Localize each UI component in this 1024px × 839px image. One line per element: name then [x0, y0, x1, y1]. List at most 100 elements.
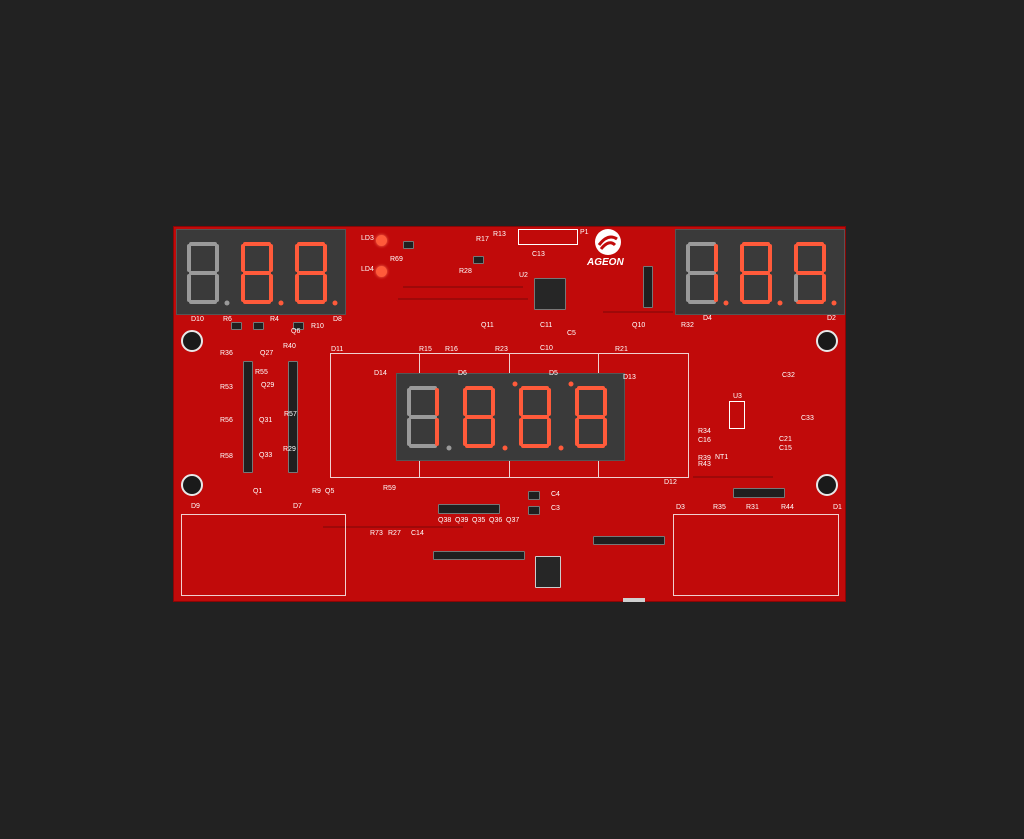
- right-seven-segment-display: [675, 229, 845, 315]
- label-c4: C4: [551, 491, 560, 498]
- logo-text: AGEON: [587, 257, 624, 268]
- label-r34: R34: [698, 428, 711, 435]
- label-r56: R56: [220, 417, 233, 424]
- label-c21: C21: [779, 436, 792, 443]
- label-q1: Q1: [253, 488, 263, 495]
- digit-left-2: [241, 242, 273, 304]
- transistor-column: [288, 361, 298, 473]
- component-pad: [403, 241, 414, 249]
- label-r53: R53: [220, 384, 233, 391]
- label-d7: D7: [293, 503, 302, 510]
- label-q33: Q33: [259, 452, 273, 459]
- label-r27: R27: [388, 530, 401, 537]
- transistor-column: [243, 361, 253, 473]
- label-r57: R57: [284, 411, 297, 418]
- label-d11: D11: [331, 346, 344, 353]
- digit-center-2: [463, 386, 495, 448]
- label-r43: R43: [698, 461, 711, 468]
- label-p1: P1: [580, 229, 589, 236]
- label-d9: D9: [191, 503, 200, 510]
- label-q27: Q27: [260, 350, 274, 357]
- label-r9: R9: [312, 488, 321, 495]
- resistor-row: [593, 536, 665, 545]
- label-c16: C16: [698, 437, 711, 444]
- label-u2: U2: [519, 272, 528, 279]
- digit-right-1: [686, 242, 718, 304]
- label-ld4: LD4: [361, 266, 374, 273]
- microcontroller-chip: [534, 278, 566, 310]
- label-d13: D13: [623, 374, 636, 381]
- label-u3: U3: [733, 393, 742, 400]
- label-r29: R29: [283, 446, 296, 453]
- label-d6: D6: [458, 370, 467, 377]
- transistor-column: [643, 266, 653, 308]
- component-pad: [253, 322, 264, 330]
- label-d2: D2: [827, 315, 836, 322]
- button-area-left: [181, 514, 346, 596]
- center-display-digits: [407, 381, 607, 451]
- label-d12: D12: [664, 479, 677, 486]
- mounting-hole: [181, 474, 203, 496]
- digit-center-1: [407, 386, 439, 448]
- label-r73: R73: [370, 530, 383, 537]
- resistor-row: [433, 551, 525, 560]
- digit-center-3: [519, 386, 551, 448]
- label-r59: R59: [383, 485, 396, 492]
- label-c14: C14: [411, 530, 424, 537]
- pcb-trace: [693, 476, 773, 478]
- label-r44: R44: [781, 504, 794, 511]
- label-c33: C33: [801, 415, 814, 422]
- status-led-ld3: [376, 235, 387, 246]
- label-ld3: LD3: [361, 235, 374, 242]
- label-q39: Q39: [455, 517, 469, 524]
- label-c11: C11: [540, 322, 553, 329]
- label-r32: R32: [681, 322, 694, 329]
- label-c10: C10: [540, 345, 553, 352]
- label-q37: Q37: [506, 517, 520, 524]
- label-r6: R6: [223, 316, 232, 323]
- label-q35: Q35: [472, 517, 486, 524]
- label-c32: C32: [782, 372, 795, 379]
- label-q11: Q11: [481, 322, 494, 329]
- label-c3: C3: [551, 505, 560, 512]
- pcb-trace: [403, 286, 523, 288]
- digit-left-3: [295, 242, 327, 304]
- edge-connector: [623, 598, 645, 602]
- label-q36: Q36: [489, 517, 503, 524]
- component-pad: [528, 491, 540, 500]
- component-pad: [528, 506, 540, 515]
- label-c15: C15: [779, 445, 792, 452]
- pcb-trace: [603, 311, 673, 313]
- component-pad: [231, 322, 242, 330]
- label-r28: R28: [459, 268, 472, 275]
- label-q31: Q31: [259, 417, 273, 424]
- pcb-trace: [323, 526, 463, 528]
- digit-center-4: [575, 386, 607, 448]
- ageon-logo-icon: [595, 229, 621, 255]
- label-r40: R40: [283, 343, 296, 350]
- label-r4: R4: [270, 316, 279, 323]
- label-q29: Q29: [261, 382, 275, 389]
- label-d5: D5: [549, 370, 558, 377]
- pcb-trace: [398, 298, 528, 300]
- pcb-board: AGEON D10 R6 R4 D8 R10 Q6 R36 R40 Q27 D1…: [173, 226, 846, 602]
- label-d8: D8: [333, 316, 342, 323]
- mounting-hole: [816, 474, 838, 496]
- component-pad: [473, 256, 484, 264]
- label-d14: D14: [374, 370, 387, 377]
- label-r58: R58: [220, 453, 233, 460]
- digit-right-3: [794, 242, 826, 304]
- mounting-hole: [181, 330, 203, 352]
- p1-connector: [518, 229, 578, 245]
- label-q10: Q10: [632, 322, 646, 329]
- label-r55: R55: [255, 369, 268, 376]
- right-display-digits: [686, 242, 837, 306]
- label-r23: R23: [495, 346, 508, 353]
- label-d10: D10: [191, 316, 204, 323]
- label-r21: R21: [615, 346, 628, 353]
- digit-left-1: [187, 242, 219, 304]
- label-q6: Q6: [291, 328, 301, 335]
- label-c13: C13: [532, 251, 545, 258]
- label-d4: D4: [703, 315, 712, 322]
- label-nt1: NT1: [715, 454, 729, 461]
